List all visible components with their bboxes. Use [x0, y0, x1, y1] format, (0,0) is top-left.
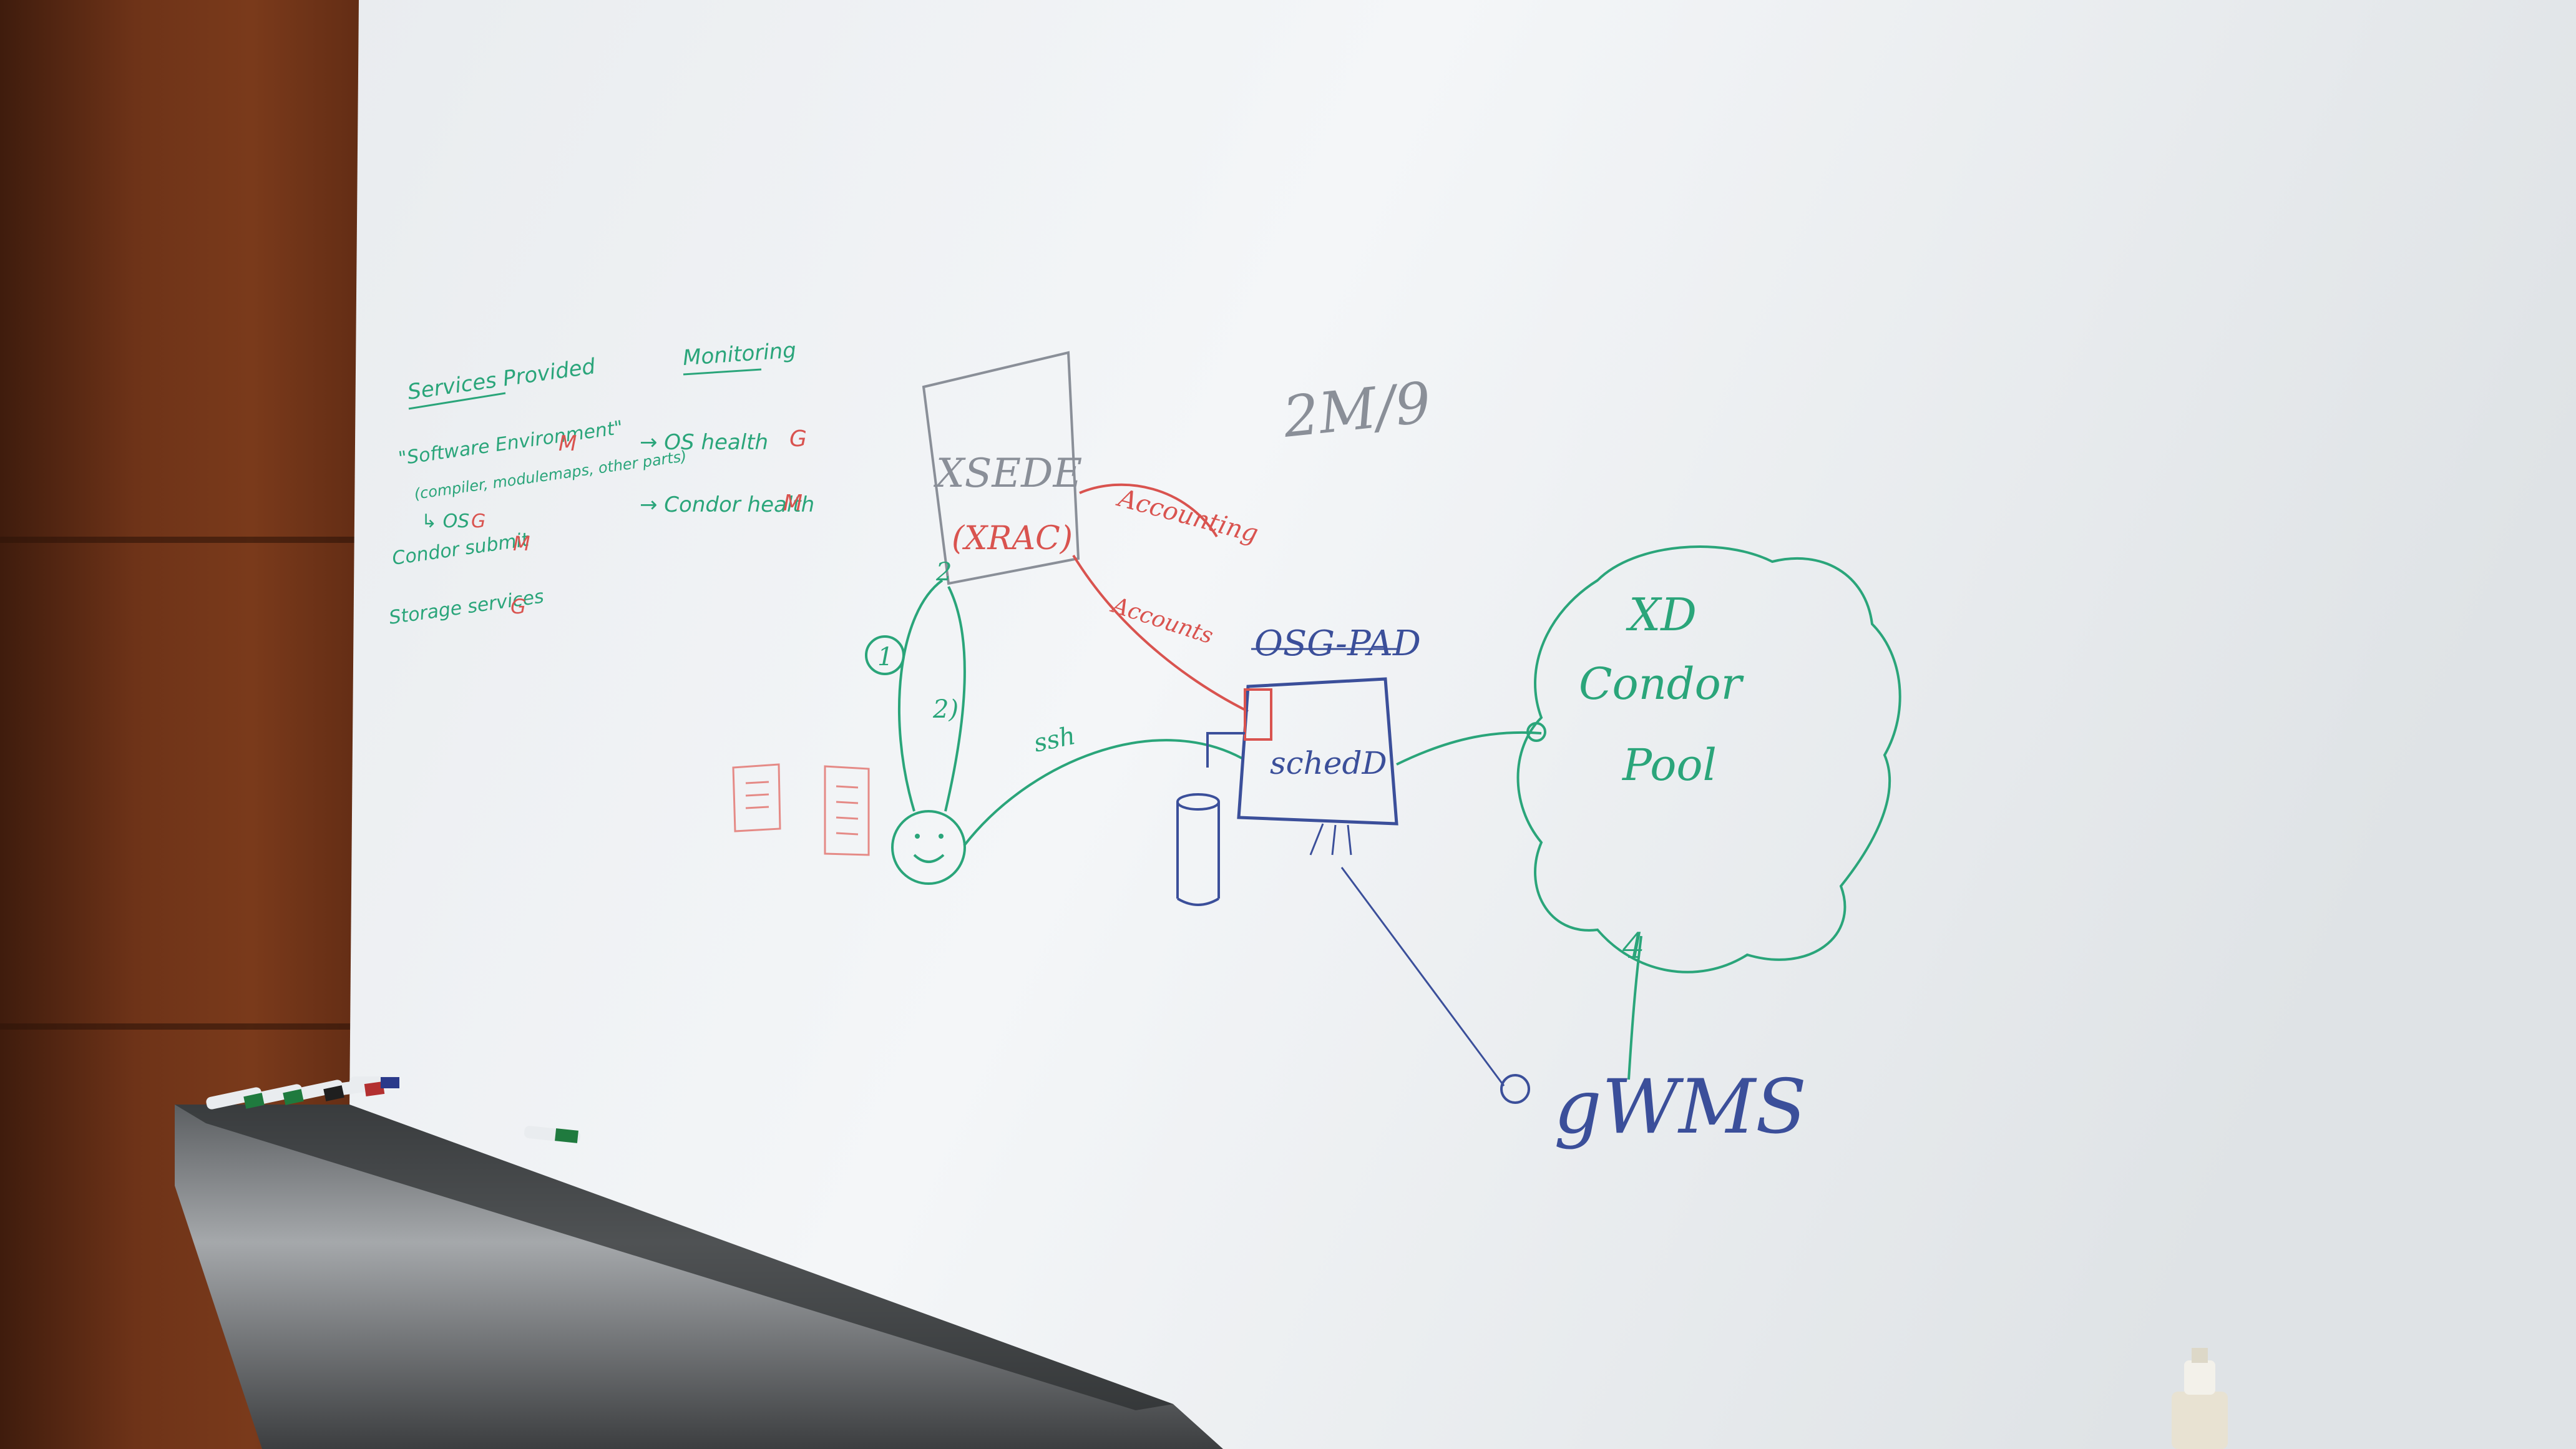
- osg-pad-box: [1237, 677, 1398, 826]
- step1-label: 1: [877, 643, 893, 671]
- storage-cylinder-icon: [1176, 793, 1220, 906]
- document-icon: [732, 763, 781, 832]
- notes-line2-tag: G: [471, 510, 485, 532]
- xsede-box: [922, 351, 1080, 585]
- notes-line1-tag: M: [559, 431, 577, 456]
- notes-line3-tag: M: [513, 532, 530, 555]
- pool-line3: Pool: [1621, 739, 1717, 791]
- osg-pad-label: OSG-PAD: [1254, 623, 1421, 664]
- pool-line1: XD: [1626, 588, 1697, 641]
- tray-lip: [175, 1105, 1173, 1410]
- monitoring-line1-tag: G: [789, 426, 807, 452]
- gwms-label: gWMS: [1554, 1064, 1807, 1151]
- pool-line2: Condor: [1579, 658, 1744, 710]
- monitoring-line2: → Condor health: [640, 492, 814, 517]
- step2b-label: 2): [932, 695, 959, 724]
- condor-pool-cloud: [1516, 545, 1901, 973]
- accounts-port: [1244, 688, 1272, 741]
- notes-line2: ↳ OS: [421, 510, 469, 532]
- wall-seam: [0, 1023, 387, 1030]
- xsede-label: XSEDE: [933, 451, 1082, 497]
- monitoring-line2-tag: M: [783, 490, 803, 516]
- date-label: 2M/9: [1279, 370, 1434, 451]
- step1-marker: [865, 635, 905, 675]
- schedd-label: schedD: [1270, 745, 1387, 781]
- spray-bottle: [2172, 1348, 2228, 1449]
- architecture-diagram: XSEDE (XRAC) Accounting Accounts 2M/9 1: [732, 351, 1901, 1151]
- step2-label: 2: [935, 558, 952, 587]
- user-smiley-icon: [891, 810, 966, 885]
- notes-line4-tag: G: [510, 595, 526, 618]
- marker-pens: [206, 1076, 581, 1143]
- step4-label: 4: [1622, 926, 1645, 967]
- xrac-label: (XRAC): [952, 520, 1073, 557]
- document-icon: [824, 765, 870, 856]
- monitoring-line1: → OS health: [640, 430, 768, 455]
- wall-seam: [0, 537, 387, 543]
- whiteboard-surface: [349, 0, 2576, 1449]
